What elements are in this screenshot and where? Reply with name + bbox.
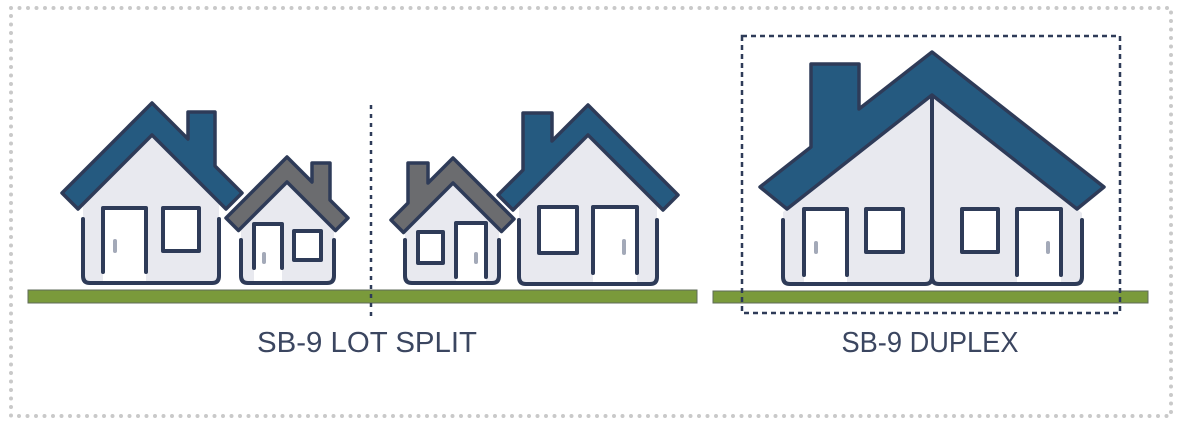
house-icon-large-1: [60, 101, 244, 285]
roof-with-chimney-icon: [60, 101, 244, 211]
door-icon-unit-2: [1015, 207, 1063, 277]
ground-strip-duplex: [712, 290, 1149, 304]
window-icon: [416, 230, 445, 265]
ground-strip-lot-split: [27, 289, 698, 304]
duplex-house-icon: [758, 50, 1106, 286]
window-icon: [537, 205, 579, 255]
window-icon: [161, 206, 201, 253]
dotted-frame: [9, 6, 1173, 418]
house-icon-large-2: [496, 103, 680, 286]
door-fill: [804, 209, 847, 283]
duplex-section: SB-9 DUPLEX: [712, 34, 1149, 359]
door-icon: [101, 206, 148, 274]
door-fill: [456, 223, 486, 282]
door-fill: [593, 207, 637, 283]
house-walls: [81, 217, 221, 285]
lot-split-label: SB-9 LOT SPLIT: [257, 327, 477, 359]
dashed-duplex-boundary: [740, 34, 1122, 315]
door-fill: [1017, 209, 1061, 283]
house-walls: [239, 238, 336, 285]
house-icon-small-1: [224, 155, 350, 285]
door-fill: [103, 208, 146, 282]
lot-split-section: SB-9 LOT SPLIT: [27, 101, 698, 359]
door-icon: [591, 205, 639, 275]
window-icon-unit-2: [960, 207, 1000, 254]
house-walls: [403, 238, 501, 285]
roof-with-chimney-icon: [496, 103, 680, 212]
house-walls: [517, 218, 659, 286]
door-icon: [454, 221, 488, 279]
duplex-label: SB-9 DUPLEX: [842, 327, 1019, 359]
roof-with-chimney-icon: [758, 50, 1106, 211]
door-fill: [254, 224, 282, 282]
house-icon-small-2: [389, 156, 516, 285]
window-icon: [292, 229, 323, 262]
door-icon: [252, 222, 284, 270]
roof-with-chimney-icon: [224, 155, 350, 233]
window-icon-unit-1: [864, 207, 905, 254]
door-icon-unit-1: [802, 207, 849, 277]
roof-with-chimney-icon: [389, 156, 516, 235]
